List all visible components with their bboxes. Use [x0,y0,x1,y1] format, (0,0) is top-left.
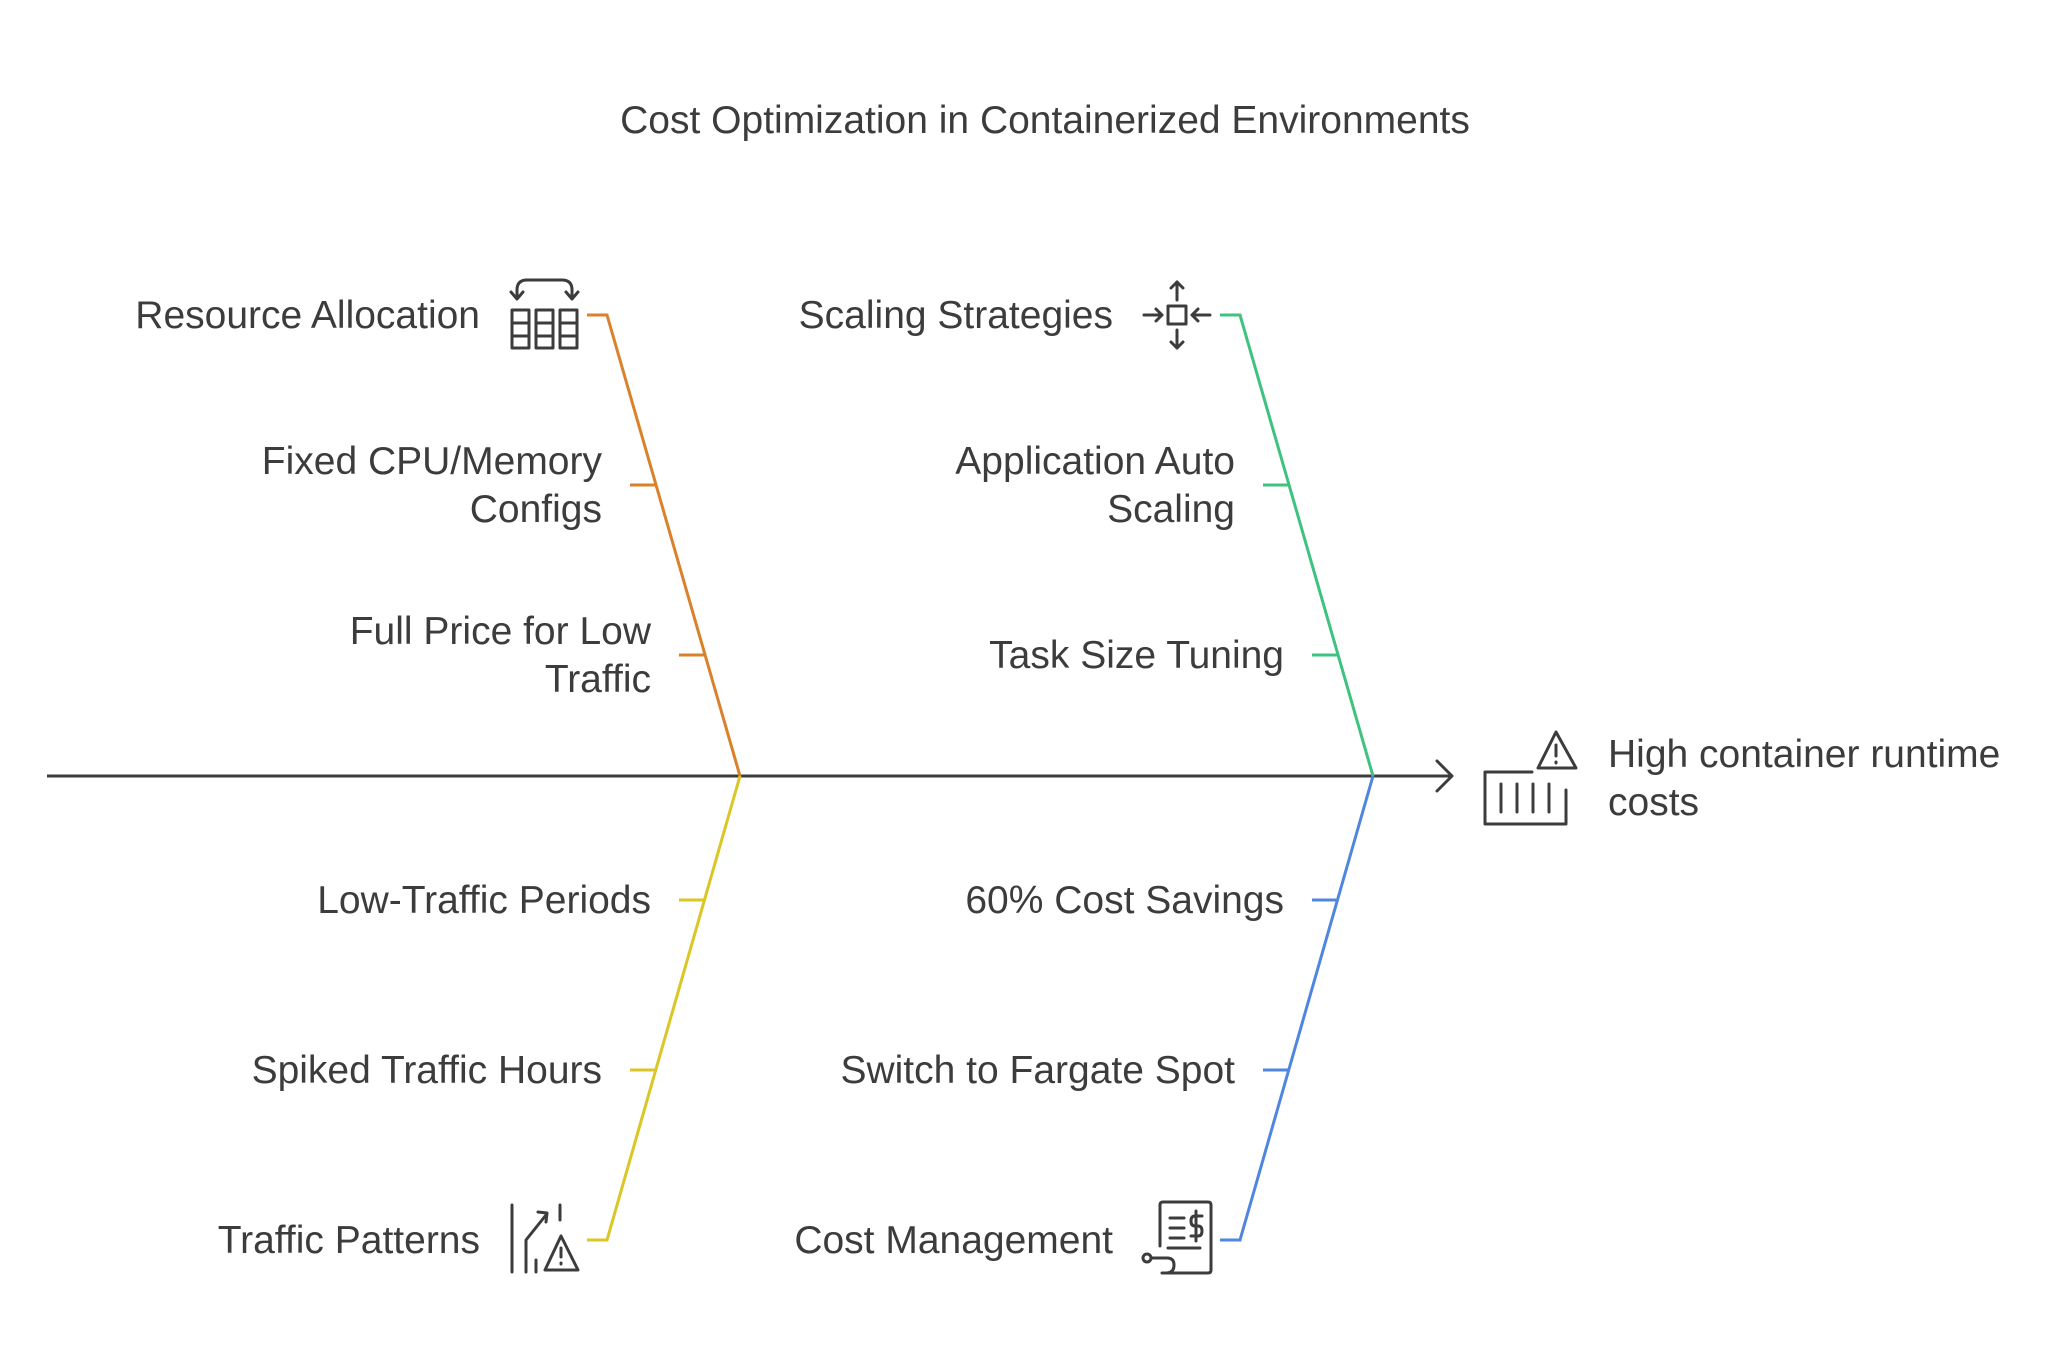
cause-cost-savings: 60% Cost Savings [965,879,1284,922]
cause-low-traffic-periods: Low-Traffic Periods [317,879,651,922]
category-label-scaling-strategies: Scaling Strategies [799,294,1113,337]
cause-full-price-line-2: Traffic [545,658,651,701]
traffic-warning-icon [510,1203,580,1274]
diagram-title: Cost Optimization in Containerized Envir… [620,99,1470,142]
branch-cost-management: Cost Management 60% Cost Savings Switch … [794,775,1375,1275]
category-label-traffic-patterns: Traffic Patterns [218,1219,480,1262]
cause-spiked-traffic-hours: Spiked Traffic Hours [252,1049,602,1092]
cause-app-auto-scaling-line-2: Scaling [1107,488,1235,531]
cause-fixed-cpu-memory-line-2: Configs [470,488,602,531]
category-label-cost-management: Cost Management [794,1219,1113,1262]
scale-arrows-icon [1142,280,1212,350]
invoice-dollar-icon [1141,1200,1213,1275]
spine [47,759,1454,793]
cause-app-auto-scaling-line-1: Application Auto [955,440,1235,483]
spine-arrowhead [1435,759,1454,793]
container-warning-icon [1483,730,1578,826]
category-label-resource-allocation: Resource Allocation [135,294,480,337]
effect-group: High container runtime costs [1483,730,2000,826]
effect-label-line-2: costs [1608,781,1699,824]
branch-resource-allocation: Resource Allocation Fixed CPU/Memory Con… [135,278,742,777]
database-swap-icon [509,278,580,350]
branch-traffic-patterns: Traffic Patterns Low-Traffic Periods Spi… [218,775,742,1274]
effect-label-line-1: High container runtime [1608,733,2000,776]
cause-full-price-line-1: Full Price for Low [350,610,652,653]
cause-task-size-tuning: Task Size Tuning [989,634,1284,677]
cause-fargate-spot: Switch to Fargate Spot [840,1049,1235,1092]
cause-fixed-cpu-memory-line-1: Fixed CPU/Memory [262,440,603,483]
branch-scaling-strategies: Scaling Strategies Application Auto Scal… [799,280,1375,777]
